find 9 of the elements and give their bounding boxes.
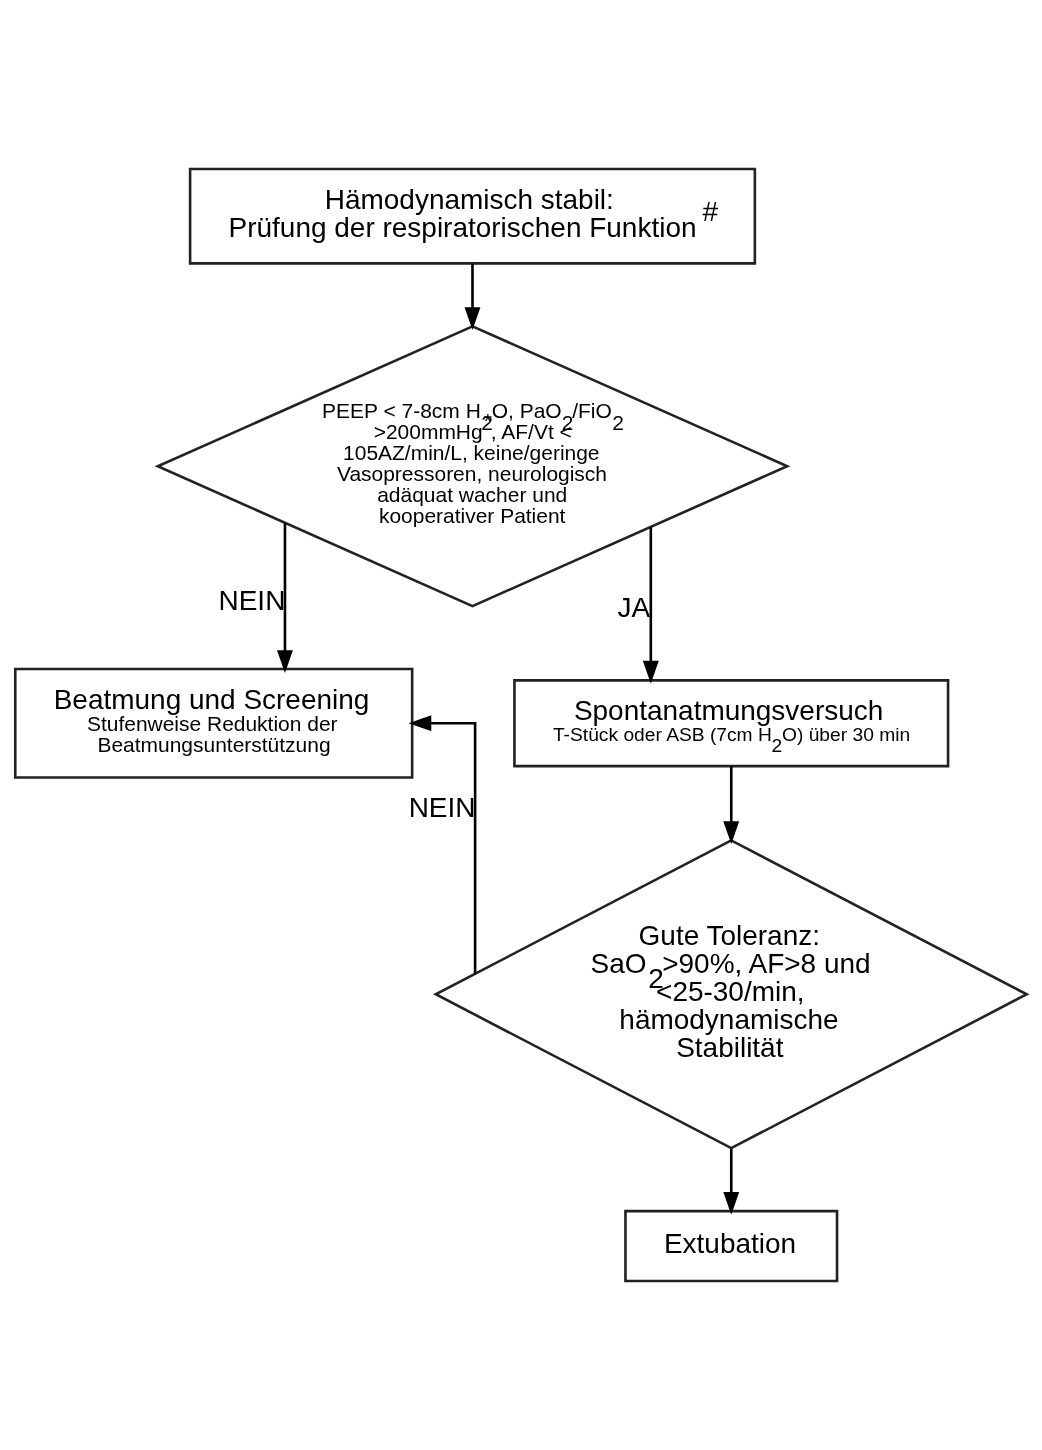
node-box: Beatmung und Screening Stufenweise Reduktion der Beatmungsunterstützung [13, 667, 414, 779]
arrow [277, 523, 293, 673]
arrow [723, 766, 740, 844]
arrow [642, 527, 659, 684]
arrow [408, 715, 477, 974]
arrow [464, 263, 481, 331]
node-box: Extubation [624, 1209, 839, 1283]
arrow [723, 1148, 740, 1215]
edge-label: NEIN [408, 791, 476, 823]
